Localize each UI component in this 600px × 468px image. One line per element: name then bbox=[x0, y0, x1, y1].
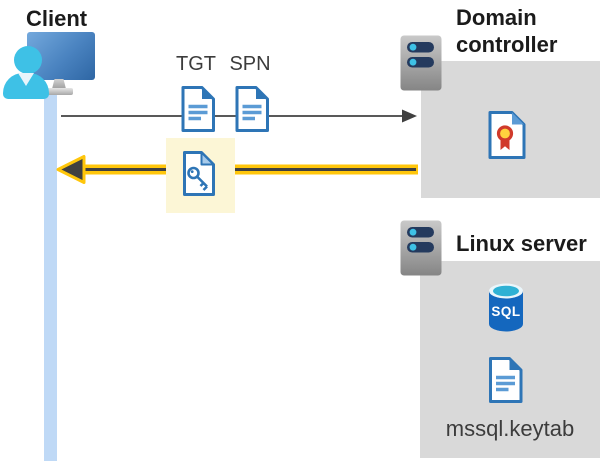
key-ticket-document-icon bbox=[183, 151, 215, 196]
sql-icon-text: SQL bbox=[491, 304, 520, 319]
linux-server-icon bbox=[400, 220, 442, 276]
certificate-icon bbox=[488, 111, 526, 159]
tgt-label: TGT bbox=[176, 53, 216, 75]
sql-database-icon: SQL bbox=[489, 283, 523, 332]
spn-label: SPN bbox=[229, 53, 271, 75]
monitor-stand-neck bbox=[52, 79, 66, 89]
client-user-icon bbox=[14, 46, 42, 74]
monitor-stand-base bbox=[45, 88, 73, 95]
response-arrow bbox=[56, 155, 418, 184]
tgt-ticket-document-icon bbox=[181, 86, 215, 132]
domain-controller-server-icon bbox=[400, 35, 442, 91]
client-timeline bbox=[44, 95, 57, 461]
domain-controller-title: Domain controller bbox=[456, 5, 558, 57]
keytab-file-label: mssql.keytab bbox=[445, 416, 575, 441]
keytab-document-icon bbox=[489, 357, 523, 403]
client-user-collar bbox=[18, 73, 34, 86]
spn-ticket-document-icon bbox=[235, 86, 269, 132]
linux-server-title: Linux server bbox=[456, 231, 587, 256]
client-title: Client bbox=[26, 6, 88, 31]
